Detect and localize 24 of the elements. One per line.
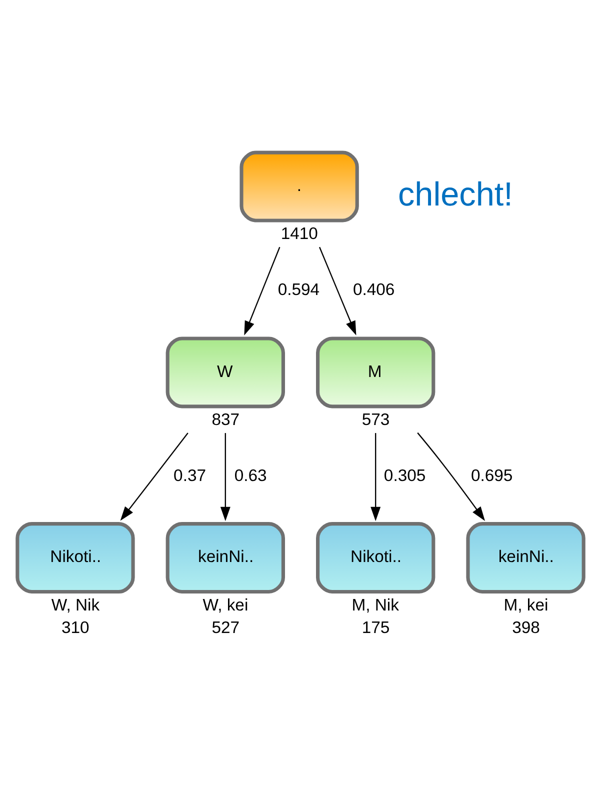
node-label: 175	[362, 618, 390, 638]
arrow	[319, 246, 356, 336]
arrow	[120, 432, 188, 521]
label: chlecht!	[398, 176, 513, 214]
edge-label: 0.594	[278, 280, 320, 300]
arrow	[417, 432, 486, 521]
node-label: 1410	[280, 224, 318, 244]
edge-label: 0.406	[352, 280, 395, 300]
node-label: M, kei	[504, 595, 548, 614]
node-label: 573	[362, 410, 390, 430]
arrow	[370, 433, 381, 522]
node-label: 837	[212, 410, 240, 430]
arrow	[220, 433, 230, 522]
node-label: 527	[212, 618, 240, 638]
node-label: M, Nik	[352, 595, 399, 614]
node-label: W, Nik	[51, 595, 100, 614]
node-label: W, kei	[202, 595, 248, 614]
node-label: 398	[512, 618, 540, 638]
edge-label: 0.37	[174, 466, 206, 486]
edge-label: 0.63	[234, 466, 267, 486]
edge-label: 0.305	[384, 466, 426, 486]
arrow	[244, 246, 280, 336]
node-label: 310	[62, 618, 90, 638]
edge-label: 0.695	[470, 466, 513, 486]
